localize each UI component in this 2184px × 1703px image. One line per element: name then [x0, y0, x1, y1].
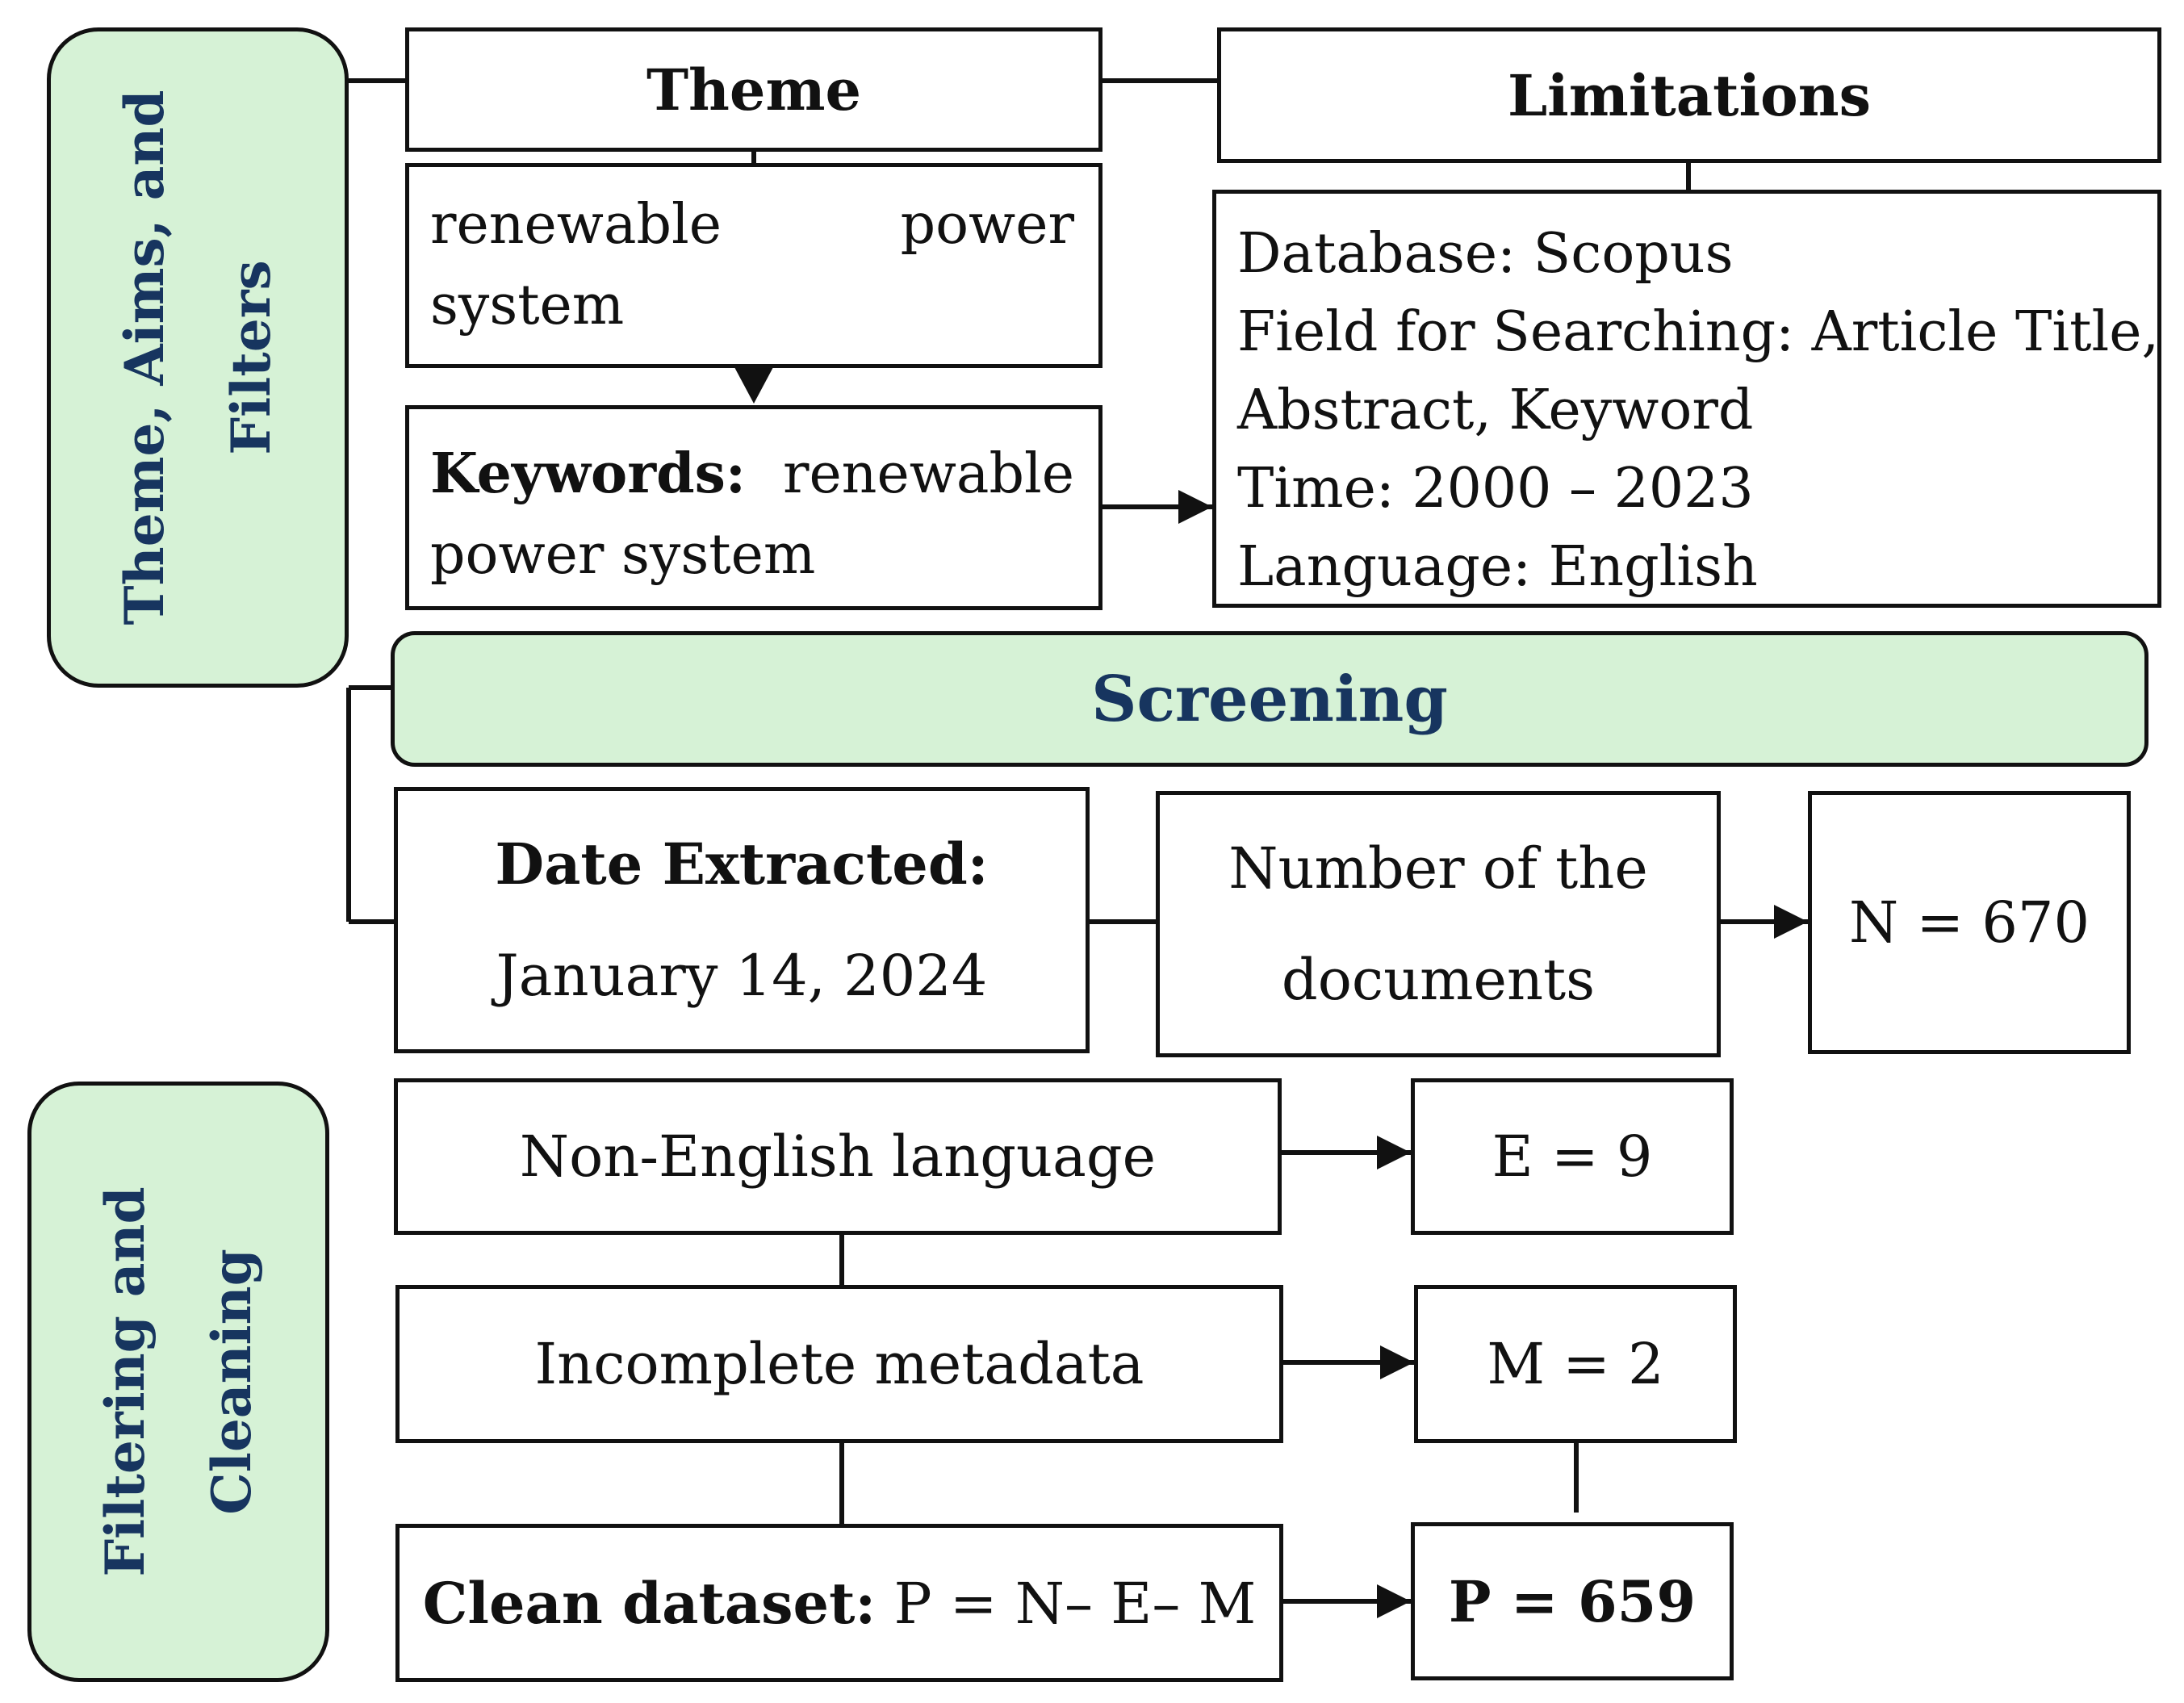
- limitation-field-cont: Abstract, Keyword: [1237, 379, 1754, 442]
- clean-dataset-box: Clean dataset: P = N– E– M: [395, 1524, 1283, 1682]
- limitation-language: Language: English: [1237, 535, 1758, 599]
- n-count-box: N = 670: [1808, 791, 2131, 1054]
- filter-incomplete-label: Incomplete metadata: [534, 1331, 1144, 1397]
- screening-banner: Screening: [391, 631, 2148, 767]
- filter-m-box: M = 2: [1414, 1285, 1737, 1443]
- filter-m-value: M = 2: [1487, 1331, 1664, 1397]
- limitations-title: Limitations: [1507, 61, 1872, 129]
- section-filtering-cleaning: [27, 1082, 329, 1682]
- arrow-theme-keywords: [734, 367, 773, 404]
- clean-dataset-text: Clean dataset: P = N– E– M: [423, 1570, 1257, 1637]
- section-theme-aims-filters-label: Theme, Aims, and Filters: [113, 90, 282, 626]
- clean-p-value: P = 659: [1448, 1567, 1697, 1635]
- theme-text: renewable power system: [430, 193, 1074, 337]
- limitations-list-box: Database: Scopus Field for Searching: Ar…: [1212, 190, 2161, 608]
- documents-line-2: documents: [1281, 947, 1596, 1013]
- theme-text-box: renewable power system: [405, 163, 1102, 368]
- theme-title-box: Theme: [405, 27, 1102, 152]
- n-count: N = 670: [1848, 889, 2090, 956]
- limitation-database: Database: Scopus: [1237, 222, 1734, 286]
- documents-box: Number of the documents: [1156, 791, 1721, 1057]
- filter-e-box: E = 9: [1411, 1078, 1734, 1235]
- documents-line-1: Number of the: [1228, 835, 1648, 902]
- keywords-box: Keywords: renewable power system: [405, 405, 1102, 610]
- clean-dataset-label: Clean dataset:: [422, 1569, 877, 1637]
- theme-title: Theme: [646, 56, 862, 123]
- limitations-title-box: Limitations: [1217, 27, 2161, 163]
- filter-nonenglish-box: Non-English language: [394, 1078, 1282, 1235]
- section-theme-aims-filters: [47, 27, 349, 688]
- keywords-value: renewable power system: [430, 442, 1074, 587]
- date-extracted-label: Date Extracted:: [495, 831, 989, 898]
- screening-title: Screening: [1091, 662, 1448, 736]
- date-extracted-value: January 14, 2024: [496, 943, 988, 1009]
- section-filtering-cleaning-label: Filtering and Cleaning: [94, 1186, 263, 1577]
- limitation-field: Field for Searching: Article Title,: [1237, 300, 2160, 364]
- limitation-time: Time: 2000 – 2023: [1237, 457, 1754, 521]
- keywords-label: Keywords:: [430, 441, 747, 506]
- filter-nonenglish-label: Non-English language: [519, 1123, 1157, 1190]
- filter-incomplete-box: Incomplete metadata: [395, 1285, 1283, 1443]
- filter-e-value: E = 9: [1492, 1123, 1653, 1190]
- clean-p-box: P = 659: [1411, 1522, 1734, 1680]
- clean-dataset-formula: P = N– E– M: [893, 1570, 1257, 1637]
- date-extracted-box: Date Extracted: January 14, 2024: [394, 787, 1090, 1053]
- keywords-text: Keywords: renewable power system: [430, 433, 1074, 596]
